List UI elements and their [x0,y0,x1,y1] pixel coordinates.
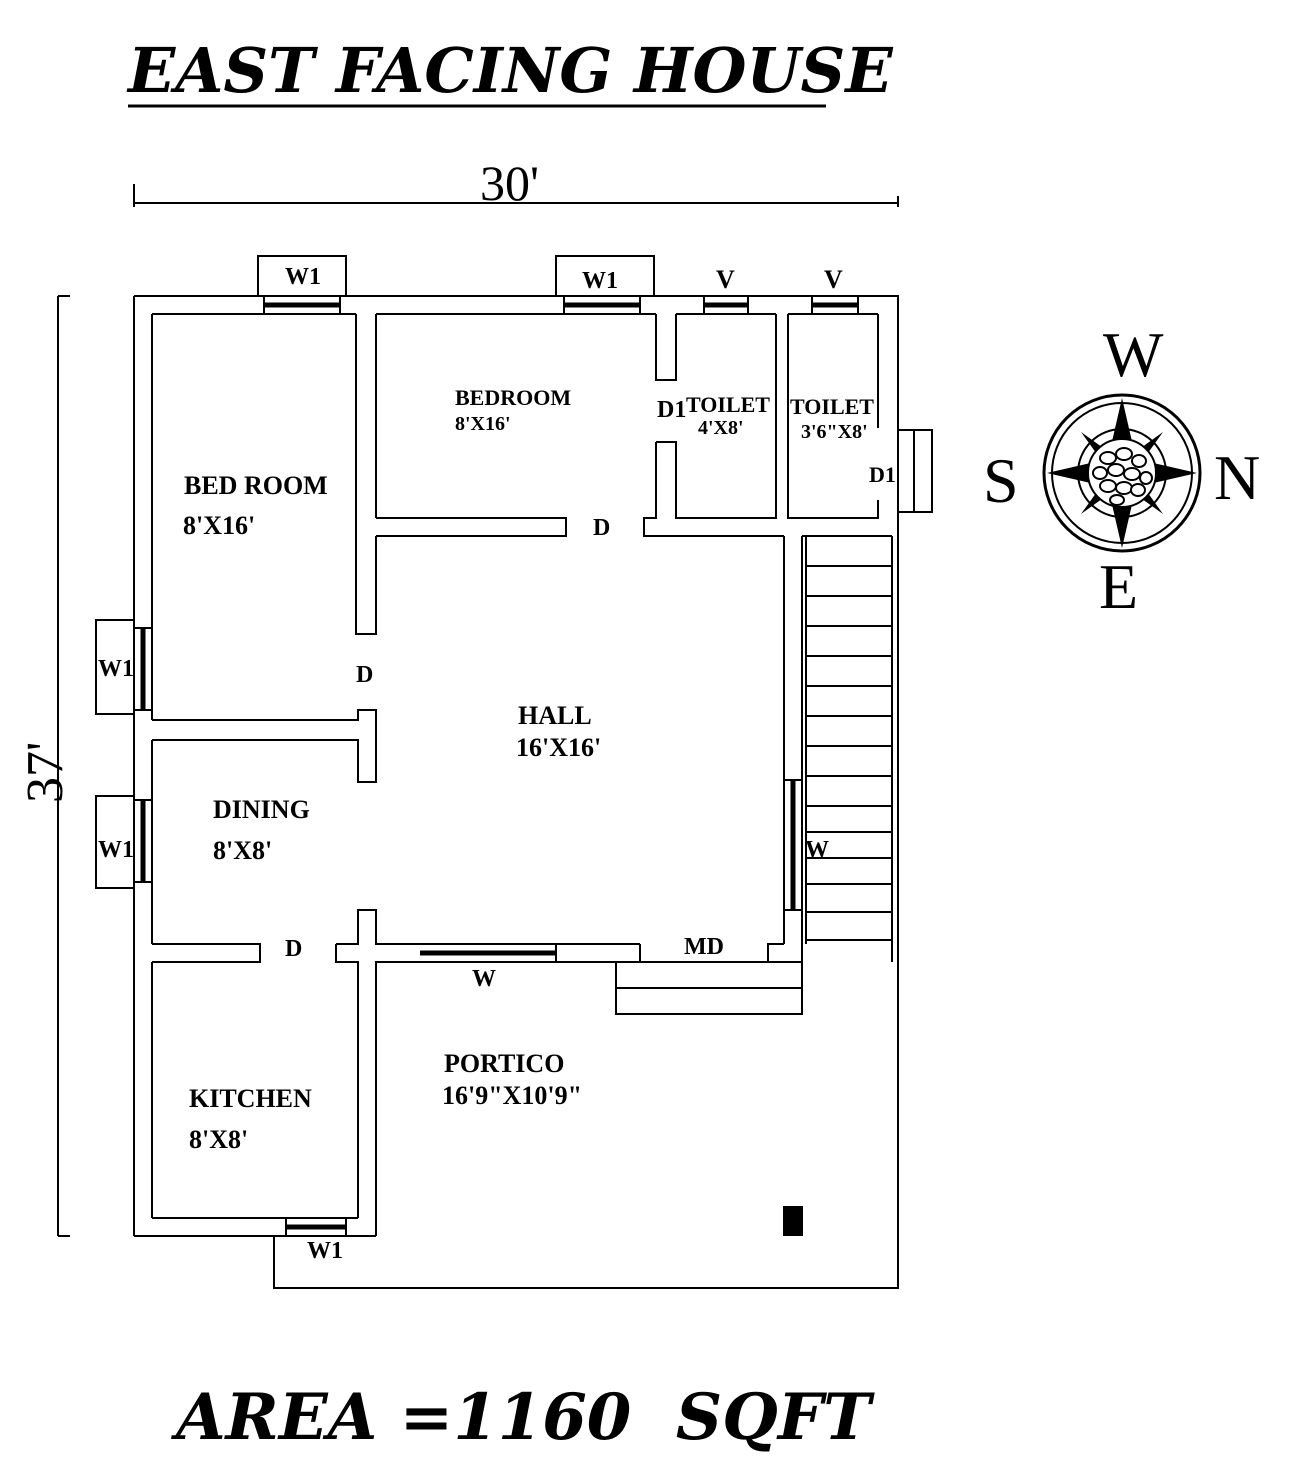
room-name-toilet-1: TOILET [686,392,770,417]
depth-label: 37' [17,742,74,803]
window-top-1: W1 [257,255,347,315]
room-size-bed-room: 8'X16' [183,511,255,540]
room-size-portico: 16'9"X10'9" [442,1081,582,1110]
compass-label-bottom: E [1099,551,1138,622]
width-dimension: 30' [133,155,899,211]
room-size-toilet-1: 4'X8' [698,417,744,439]
ventilator-1: V [703,265,749,315]
door-label-toilet-1: D1 [657,397,686,423]
window-top-2-label: W1 [582,268,618,294]
window-kitchen-bottom: W1 [285,1217,347,1264]
window-left-2-label: W1 [98,837,134,863]
ventilator-1-label: V [716,265,735,294]
room-size-dining: 8'X8' [213,836,272,865]
column [783,1206,803,1236]
window-top-2: W1 [555,255,655,315]
window-hall-right-label: W [805,837,829,863]
window-hall-bottom: W [420,950,556,992]
compass-label-left: S [983,445,1019,516]
ventilator-2: V [811,265,859,315]
entry-steps [615,961,803,1015]
window-left-1-label: W1 [98,656,134,682]
door-label-bedroom: D [593,515,610,541]
door-label-kitchen: D [285,936,302,962]
plan-title: EAST FACING HOUSE [126,34,893,107]
room-name-bed-room: BED ROOM [184,471,328,500]
area-label: AREA =1160 SQFT [171,1380,875,1455]
main-door-label: MD [684,934,724,960]
room-name-bedroom: BEDROOM [455,385,571,410]
room-name-portico: PORTICO [444,1049,564,1078]
compass-label-top: W [1103,319,1164,390]
room-name-hall: HALL [518,701,592,730]
window-left-2: W1 [95,795,153,889]
room-size-kitchen: 8'X8' [189,1125,248,1154]
compass-label-right: N [1214,442,1260,513]
width-label: 30' [480,155,539,211]
window-left-1: W1 [95,619,153,715]
compass-rose: W E S N [983,319,1260,622]
window-hall-right: W [783,779,829,911]
room-size-bedroom: 8'X16' [455,413,511,435]
room-size-hall: 16'X16' [516,733,601,762]
door-label-toilet-2: D1 [869,462,896,487]
depth-dimension: 37' [17,295,74,1237]
interior-walls [152,313,892,963]
door-d1-exterior [897,429,933,513]
door-label-bed-room: D [356,662,373,688]
room-name-kitchen: KITCHEN [189,1084,312,1113]
room-name-toilet-2: TOILET [790,394,874,419]
window-hall-bottom-label: W [472,966,496,992]
ventilator-2-label: V [824,265,843,294]
window-kitchen-label: W1 [307,1238,343,1264]
room-size-toilet-2: 3'6"X8' [801,421,868,443]
staircase [805,536,893,944]
room-name-dining: DINING [213,795,310,824]
window-top-1-label: W1 [285,264,321,290]
